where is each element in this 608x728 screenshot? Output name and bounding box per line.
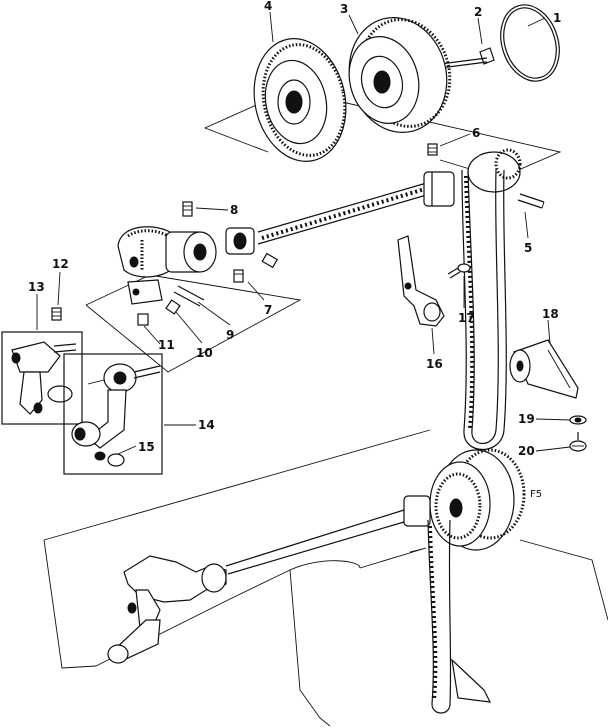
gear-mount-plane xyxy=(85,274,302,373)
part-12-screw xyxy=(51,307,62,321)
part-18-idler-bracket xyxy=(509,339,579,399)
callout-16: 16 xyxy=(426,357,443,371)
figure-code: F5 xyxy=(530,489,542,500)
part-19-washer xyxy=(569,415,587,425)
assembled-handwheel xyxy=(403,448,526,551)
part-2-screw xyxy=(439,47,495,69)
part-13-crank-assembly xyxy=(1,331,83,425)
timing-belt xyxy=(461,169,507,451)
leader-lines xyxy=(36,11,571,455)
part-15-screw xyxy=(94,451,106,461)
callout-15: 15 xyxy=(138,440,155,454)
callout-6: 6 xyxy=(472,126,480,140)
machine-housing-outline xyxy=(43,429,608,727)
callout-2: 2 xyxy=(474,5,482,19)
assembled-shaft xyxy=(225,509,405,575)
callout-12: 12 xyxy=(52,257,69,271)
assembled-hook-drive xyxy=(107,555,227,664)
part-17-screw xyxy=(447,263,471,279)
callout-13: 13 xyxy=(28,280,45,294)
callout-17: 17 xyxy=(458,311,475,325)
assembled-belt xyxy=(427,519,492,714)
part-9-pin xyxy=(173,285,205,307)
part-11-screw xyxy=(137,313,149,326)
callout-7: 7 xyxy=(264,303,272,317)
arm-shaft xyxy=(257,181,431,245)
part-10-screw xyxy=(165,299,181,315)
shaft-bushing xyxy=(225,171,455,255)
callout-8: 8 xyxy=(230,203,238,217)
part-16-tension-lever xyxy=(397,235,445,327)
callout-9: 9 xyxy=(226,328,234,342)
callout-11: 11 xyxy=(158,338,175,352)
callout-1: 1 xyxy=(553,11,561,25)
part-4-gear-wheel xyxy=(253,38,347,162)
part-20-screw xyxy=(569,432,587,452)
callout-20: 20 xyxy=(518,444,535,458)
part-6-set-screw xyxy=(427,143,438,156)
callout-10: 10 xyxy=(196,346,213,360)
callout-14: 14 xyxy=(198,418,215,432)
upper-belt-pulley xyxy=(467,148,522,193)
part-7-screws xyxy=(233,252,279,283)
part-8-set-screw xyxy=(182,201,193,217)
callout-3: 3 xyxy=(340,2,348,16)
part-3-pulley xyxy=(348,17,452,133)
gear-bracket-block xyxy=(127,279,181,326)
part-14-connecting-rod xyxy=(63,353,163,475)
hook-drive-gear xyxy=(117,226,217,278)
callout-4: 4 xyxy=(264,0,272,13)
part-5-pin xyxy=(517,193,545,209)
callout-18: 18 xyxy=(542,307,559,321)
callout-19: 19 xyxy=(518,412,535,426)
callout-5: 5 xyxy=(524,241,532,255)
